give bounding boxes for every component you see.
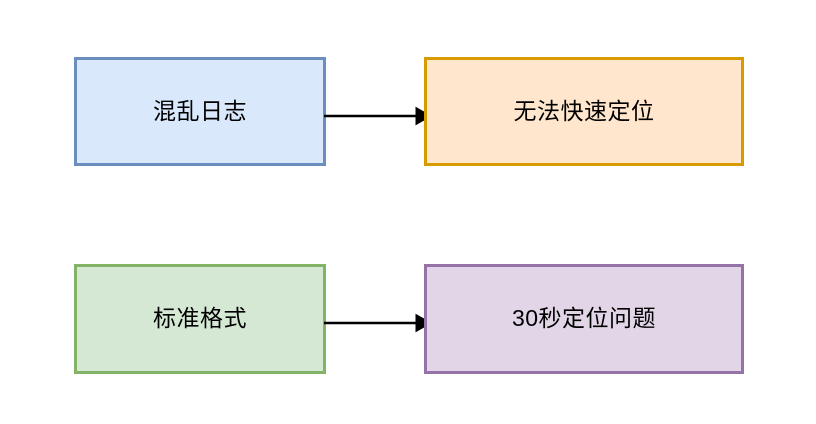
edge-chaotic-logs-to-cannot-locate[interactable] [320, 104, 433, 128]
edge-standard-format-to-locate-in-30s[interactable] [320, 311, 433, 335]
node-standard-format[interactable]: 标准格式 [74, 264, 326, 374]
arrow-connector-icon [324, 106, 433, 126]
node-locate-in-30s-label: 30秒定位问题 [511, 305, 657, 332]
node-cannot-locate-label: 无法快速定位 [513, 97, 655, 124]
node-cannot-locate[interactable]: 无法快速定位 [424, 57, 744, 166]
arrowhead-icon [415, 106, 433, 126]
arrow-connector-icon [324, 313, 433, 333]
node-standard-format-label: 标准格式 [153, 305, 247, 332]
node-chaotic-logs[interactable]: 混乱日志 [74, 57, 326, 166]
arrowhead-icon [415, 313, 433, 333]
node-chaotic-logs-label: 混乱日志 [153, 97, 247, 124]
node-locate-in-30s[interactable]: 30秒定位问题 [424, 264, 744, 374]
